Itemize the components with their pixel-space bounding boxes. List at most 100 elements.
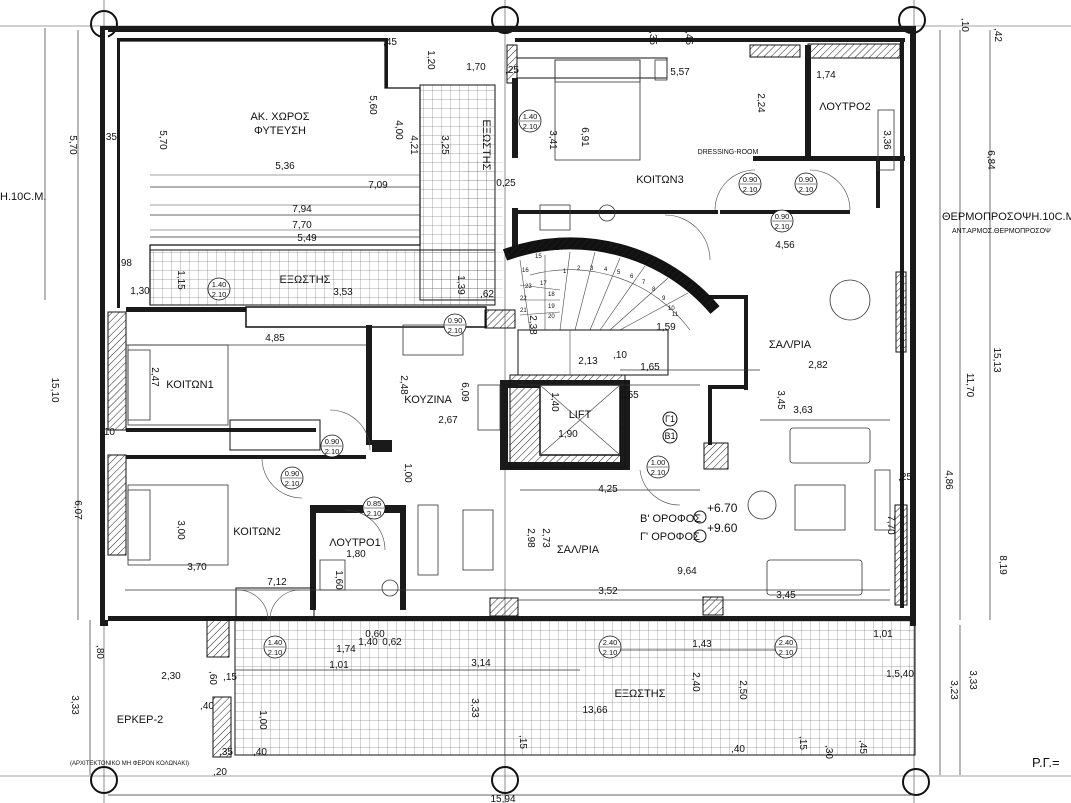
insulation-right-label: ΘΕΡΜΟΠΡΟΣΟΨΗ.10C.Μ.: [942, 211, 1071, 223]
dimension-text: 1,74: [336, 644, 356, 655]
stair-number: 18: [548, 292, 555, 298]
dimension-text: 3,33: [469, 698, 480, 718]
room-labels: ΑΚ. ΧΩΡΟΣ ΦΥΤΕΥΣΗ ΕΞΩΣΤΗΣ ΕΞΩΣΤΗΣ ΚΟΙΤΩΝ…: [117, 101, 871, 726]
dimension-text: 5,49: [297, 233, 317, 244]
architect-note: (ΑΡΧΙΤΕΚΤΟΝΙΚΟ ΜΗ ΦΕΡΟΝ ΚΟΛΩΝΑΚΙ): [70, 761, 189, 767]
dimension-text: 3,70: [187, 562, 207, 573]
door-tag-width: 0.90: [325, 437, 340, 446]
door-tag-width: 2.40: [603, 638, 618, 647]
dimension-text: 1,70: [466, 62, 486, 73]
dimension-text: ,10: [101, 427, 115, 438]
door-tag: 0.902.10: [794, 172, 818, 196]
dimension-text: 7,12: [267, 577, 287, 588]
kitchen-label: ΚΟΥΖΙΝΑ: [404, 394, 452, 406]
dimension-text: 7,94: [292, 204, 312, 215]
bathroom1-label: ΛΟΥΤΡΟ1: [329, 537, 380, 549]
dimension-text: 3,33: [967, 670, 978, 690]
dimension-text: 1,39: [455, 275, 466, 295]
door-tag-width: 1.40: [268, 638, 283, 647]
door-tag: 1.002.10: [646, 455, 670, 479]
stair-number: 6: [630, 274, 634, 280]
dimension-text: 1,20: [425, 50, 436, 70]
door-tag-height: 2.10: [523, 122, 538, 131]
dimension-text: 2,98: [525, 528, 536, 548]
balcony-bottom-label: ΕΞΩΣΤΗΣ: [615, 688, 666, 700]
dimension-text: 5,57: [670, 67, 690, 78]
dimension-text: 15,10: [49, 377, 60, 402]
door-tag-width: 0.90: [775, 212, 790, 221]
dimension-text: 6,91: [579, 127, 590, 147]
door-tag: 0.902.10: [320, 434, 344, 458]
dimension-text: 1,15: [175, 270, 186, 290]
dimension-text: 4,25: [598, 484, 618, 495]
dimension-text: 2,67: [438, 415, 458, 426]
stair-number: 5: [617, 270, 621, 276]
dimension-text: 1,59: [656, 322, 676, 333]
door-tag-width: 1.00: [651, 458, 666, 467]
stair-number: 7: [642, 280, 646, 286]
dimension-text: 6,07: [72, 500, 83, 520]
dimension-text: 0,25: [496, 178, 516, 189]
stair-number: 23: [525, 284, 532, 290]
dimension-text: 3,25: [439, 135, 450, 155]
floor-g-label: Γ' ΟΡΟΦΟΣ: [640, 531, 700, 543]
door-tag: 2.402.10: [598, 635, 622, 659]
dimension-text: 3,53: [333, 287, 353, 298]
planting-outline: [120, 40, 421, 305]
stair-number: 20: [548, 314, 555, 320]
dimension-text: 4,56: [775, 240, 795, 251]
dimension-text: ,42: [992, 28, 1003, 42]
living-top-label: ΣΑΛ/ΡΙΑ: [769, 339, 812, 351]
insulation-left-label: Η.10C.Μ.: [0, 191, 46, 203]
dimension-text: 3,14: [471, 658, 491, 669]
dimension-lines: [44, 28, 991, 796]
dimension-text: 5,36: [275, 161, 295, 172]
stair-number: 11: [672, 312, 679, 318]
dimension-text: 1,80: [346, 549, 366, 560]
dimension-text: 3,00: [175, 520, 186, 540]
door-tags: 1.402.101.402.100.902.100.902.100.902.10…: [207, 109, 818, 659]
dimension-text: 3,33: [69, 695, 80, 715]
dimension-text: ,35: [103, 132, 117, 143]
door-tag-width: 0.90: [285, 469, 300, 478]
dimension-text: 2,40: [690, 672, 701, 692]
dimension-text: ,62: [480, 289, 494, 300]
dimension-text: ,45: [383, 37, 397, 48]
dressing-label: DRESSING-ROOM: [698, 149, 759, 156]
stair-number: 9: [662, 296, 666, 302]
door-tag-height: 2.10: [651, 468, 666, 477]
dimension-text: 15,13: [991, 347, 1002, 372]
dimension-text: 1,00: [257, 710, 268, 730]
bathroom2-label: ΛΟΥΤΡΟ2: [819, 101, 870, 113]
dimension-text: 1,55: [619, 390, 639, 401]
dimension-text: ,40: [200, 701, 214, 712]
dimension-text: 2,38: [527, 315, 538, 335]
dimension-text: 3,45: [775, 390, 786, 410]
marker-v1: Β1: [664, 431, 675, 441]
dimension-text: 9,64: [677, 566, 697, 577]
dimension-text: 0,62: [382, 637, 402, 648]
tiled-areas: [149, 84, 916, 756]
dimension-text: 6,84: [985, 150, 996, 170]
door-tag: 0.852.10: [362, 496, 386, 520]
dimension-text: 0,60: [365, 629, 385, 640]
dimension-text: ,45: [683, 31, 694, 45]
dimension-text: 1,40: [549, 392, 560, 412]
dimension-text: 2,82: [808, 360, 828, 371]
dimension-text: ,15: [797, 736, 808, 750]
dimension-text: 2,48: [398, 375, 409, 395]
dimension-text: 4,00: [393, 120, 404, 140]
door-tag-height: 2.10: [603, 648, 618, 657]
dimension-text: 3,41: [547, 130, 558, 150]
door-tag: 0.902.10: [280, 466, 304, 490]
lift: [509, 374, 626, 468]
balcony-left-label: ΕΞΩΣΤΗΣ: [280, 274, 331, 286]
dimension-text: ,35: [647, 31, 658, 45]
dimension-text: 1,5,40: [886, 669, 914, 680]
stair-number: 21: [520, 308, 527, 314]
stair-number: 16: [522, 268, 529, 274]
door-tag-height: 2.10: [743, 185, 758, 194]
dimension-text: ,80: [94, 645, 105, 659]
dimension-text: 4,85: [265, 333, 285, 344]
